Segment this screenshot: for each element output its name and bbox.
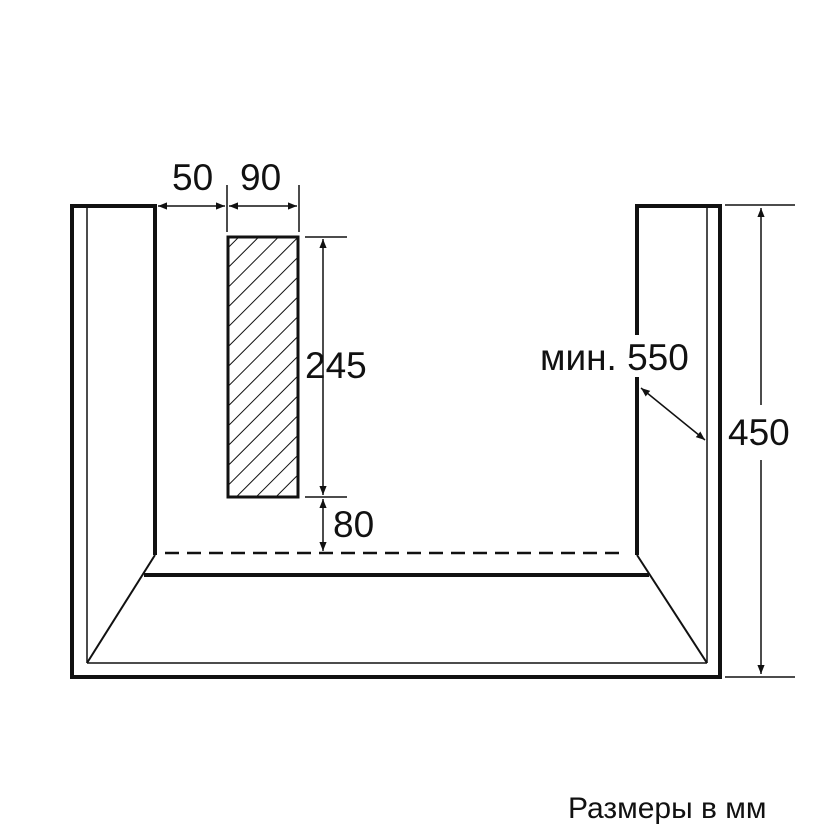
ventilation-cutout xyxy=(226,235,300,499)
units-caption: Размеры в мм xyxy=(568,792,767,825)
dimension-lines xyxy=(158,185,795,678)
min-width-label: мин. 550 xyxy=(540,337,689,378)
total-height-label: 450 xyxy=(728,412,790,453)
side-gap-label: 50 xyxy=(172,157,213,198)
left-cabinet-wall xyxy=(70,204,722,679)
cutout-height-label: 245 xyxy=(305,345,367,386)
bottom-gap-label: 80 xyxy=(333,504,374,545)
cutout-width-label: 90 xyxy=(240,157,281,198)
